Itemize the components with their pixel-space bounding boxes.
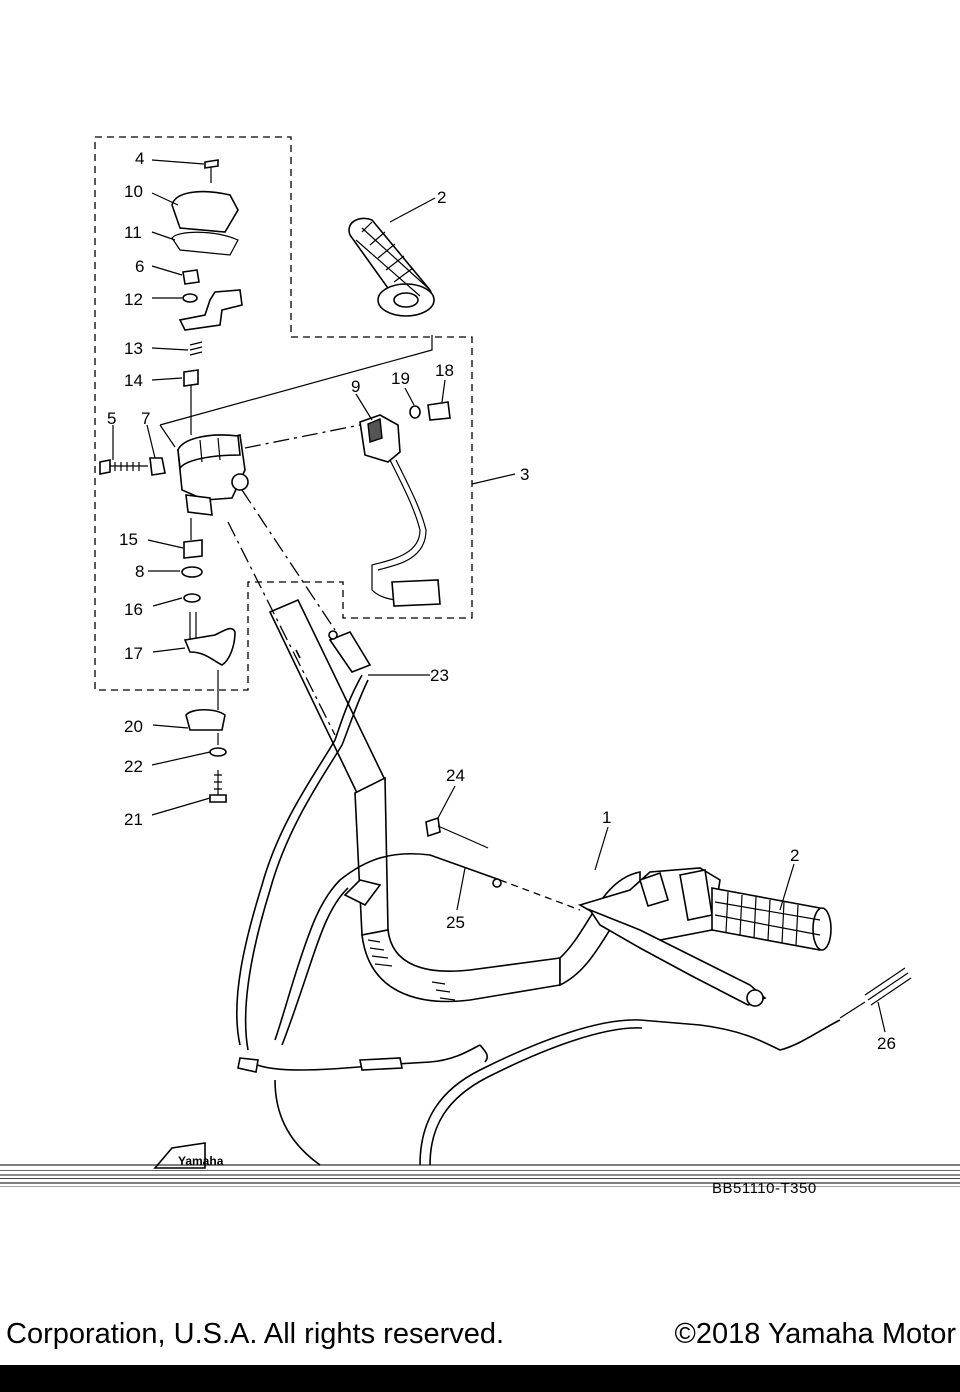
- callout-12: 12: [124, 290, 143, 309]
- grip-right: [711, 887, 832, 951]
- callout-10: 10: [124, 182, 143, 201]
- assembly-box-throttle: [94, 136, 473, 691]
- callout-24: 24: [446, 766, 465, 785]
- callout-22: 22: [124, 757, 143, 776]
- alignment-line: [244, 424, 361, 449]
- handlebar: [268, 598, 641, 1003]
- callout-2-right: 2: [790, 846, 799, 865]
- switch-assembly: [359, 401, 451, 607]
- alignment-line-2: [159, 335, 433, 426]
- parts-diagram: 4 10 11 6 12 13 14 5 7 15 8 16 17 20 22 …: [0, 136, 960, 1187]
- callout-1: 1: [602, 808, 611, 827]
- small-parts: [99, 159, 912, 1019]
- callout-7: 7: [141, 409, 150, 428]
- callout-16: 16: [124, 600, 143, 619]
- yamaha-stamp: Yamaha: [153, 1142, 224, 1169]
- scan-noise-band: [0, 1164, 960, 1187]
- callout-4: 4: [135, 149, 144, 168]
- callout-26: 26: [877, 1034, 896, 1053]
- drawing-code: BB51110-T350: [712, 1180, 817, 1197]
- lever-assembly: [577, 867, 767, 1007]
- callout-2-upper: 2: [437, 188, 446, 207]
- callout-13: 13: [124, 339, 143, 358]
- callout-labels: 4 10 11 6 12 13 14 5 7 15 8 16 17 20 22 …: [107, 149, 896, 1053]
- callout-19: 19: [391, 369, 410, 388]
- callout-20: 20: [124, 717, 143, 736]
- callout-5: 5: [107, 409, 116, 428]
- cable-fittings: [237, 630, 502, 1073]
- alignment-line-4: [190, 385, 219, 745]
- cables: [227, 489, 841, 1166]
- callout-15: 15: [119, 530, 138, 549]
- bottom-bar: [0, 1365, 960, 1392]
- callout-6: 6: [135, 257, 144, 276]
- callout-3: 3: [520, 465, 529, 484]
- callout-25: 25: [446, 913, 465, 932]
- callout-18: 18: [435, 361, 454, 380]
- throttle-housing: [177, 434, 249, 516]
- callout-8: 8: [135, 562, 144, 581]
- copyright-left: Corporation, U.S.A. All rights reserved.: [6, 1318, 505, 1350]
- callout-21: 21: [124, 810, 143, 829]
- grip-upper: [348, 217, 435, 317]
- callout-9: 9: [351, 377, 360, 396]
- callout-17: 17: [124, 644, 143, 663]
- callout-14: 14: [124, 371, 143, 390]
- copyright-right: ©2018 Yamaha Motor: [674, 1318, 956, 1350]
- callout-11: 11: [124, 223, 142, 242]
- callout-23: 23: [430, 666, 449, 685]
- alignment-line-3: [159, 424, 176, 448]
- leader-lines: [112, 159, 886, 1033]
